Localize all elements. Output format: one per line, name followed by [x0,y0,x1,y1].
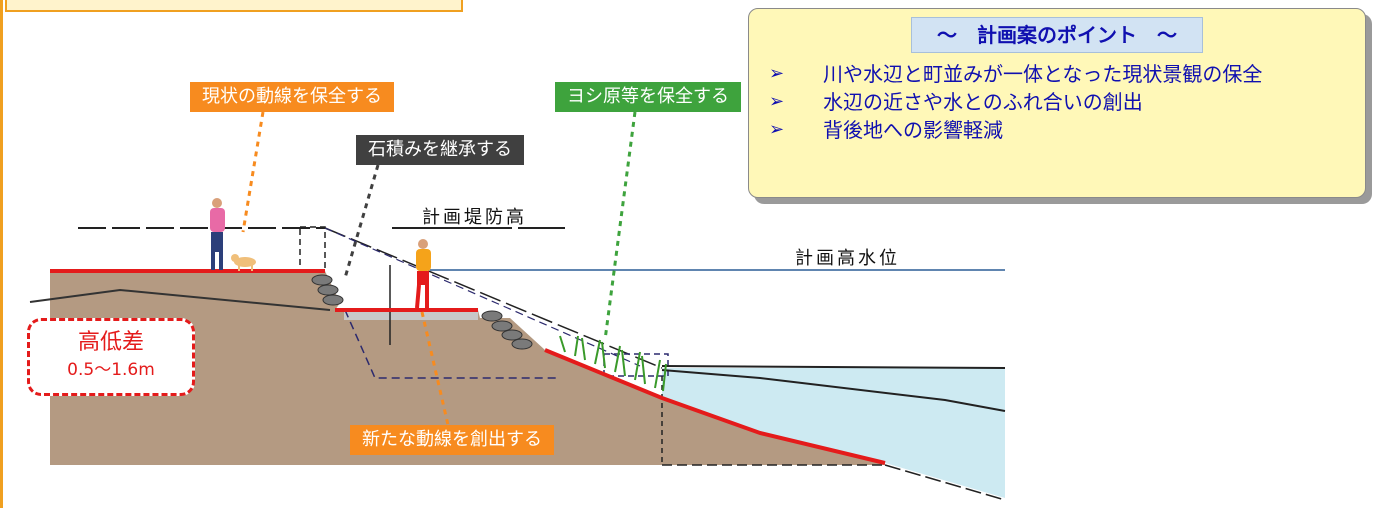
leader-reed-bed [603,111,637,341]
lower-walkway-deck [344,310,478,320]
chevron-right-arrow-icon: ➢ [769,63,785,84]
water-surface-lower [661,369,1006,412]
planned-slope-dashed [324,227,663,369]
person-upper-icon [210,198,225,270]
excavation-outline [344,309,560,379]
stone-wall-rocks-lower [481,310,533,350]
left-frame-border [0,0,3,508]
high-water-label: 計画高水位 [795,248,900,269]
dog-icon [231,254,256,271]
river-water [662,368,1005,498]
person-walkway-icon [415,239,431,309]
tag-keep-route: 現状の動線を保全する [190,82,394,112]
plan-points-title: ～ 計画案のポイント ～ [911,17,1203,53]
levee-height-label: 計画堤防高 [422,207,527,228]
riverbank-edge-line [544,348,886,465]
plan-point-item: ➢ 水辺の近さや水とのふれ合いの創出 [763,89,1359,115]
plan-point-item: ➢ 川や水辺と町並みが一体となった現状景観の保全 [763,61,1359,87]
tag-reed-bed: ヨシ原等を保全する [555,82,741,112]
planned-slope-dashed-navy [324,227,641,367]
tag-stone-wall: 石積みを継承する [356,135,524,165]
ground-mass [50,271,885,465]
height-difference-range: 0.5～1.6m [67,360,155,380]
plan-points-list: ➢ 川や水辺と町並みが一体となった現状景観の保全 ➢ 水辺の近さや水とのふれ合い… [763,61,1359,145]
stone-wall-rocks-upper [311,274,344,306]
reed-grass [559,335,667,392]
existing-ground-line [29,288,331,311]
chevron-right-arrow-icon: ➢ [769,91,785,112]
plan-points-box: ～ 計画案のポイント ～ ➢ 川や水辺と町並みが一体となった現状景観の保全 ➢ … [748,8,1366,198]
header-strip [5,0,463,12]
height-difference-box: 高低差 0.5～1.6m [27,318,195,396]
leader-stone-wall [343,164,380,279]
plan-point-text: 水辺の近さや水とのふれ合いの創出 [823,90,1143,114]
plan-point-item: ➢ 背後地への影響軽減 [763,117,1359,143]
plan-point-text: 川や水辺と町並みが一体となった現状景観の保全 [823,62,1263,86]
leader-keep-route [241,111,265,233]
height-difference-title: 高低差 [77,330,144,355]
chevron-right-arrow-icon: ➢ [769,119,785,140]
water-surface-upper [661,365,1006,369]
tag-new-route: 新たな動線を創出する [350,425,554,455]
plan-point-text: 背後地への影響軽減 [823,118,1003,142]
stone-wall-outline [299,226,326,272]
